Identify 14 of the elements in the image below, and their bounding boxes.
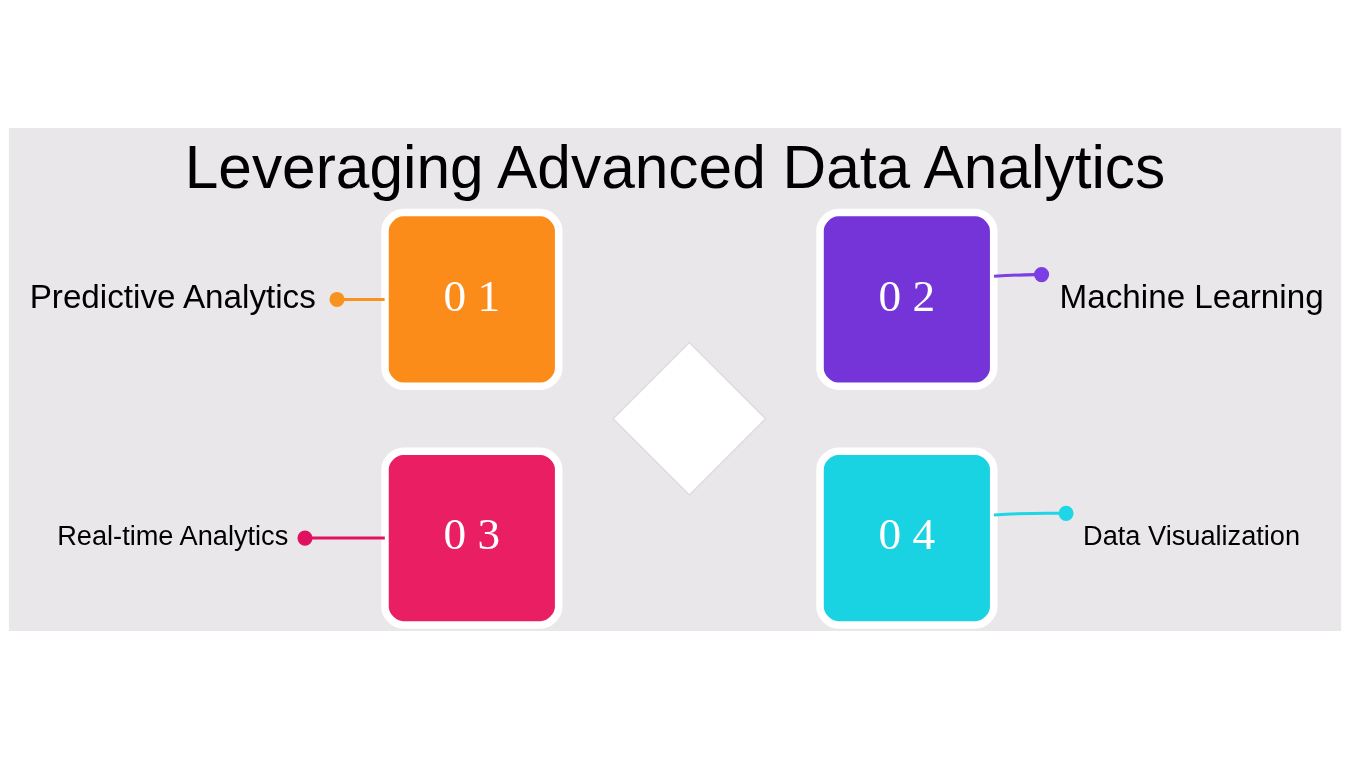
node-diamond (612, 341, 767, 497)
node-text: Data Visualization (1083, 519, 1301, 551)
node-text: Real-time Analytics (57, 519, 289, 551)
connector (329, 291, 385, 307)
connector (297, 530, 385, 546)
connector (993, 267, 1050, 283)
node-box: 0 1 (381, 208, 563, 391)
node-text: Machine Learning (1059, 277, 1324, 315)
node-text: Predictive Analytics (29, 277, 316, 315)
diagram-title: Leveraging Advanced Data Analytics (184, 133, 1166, 202)
node-box: 0 4 (816, 447, 998, 629)
node-box: 0 2 (816, 208, 998, 391)
node-box: 0 3 (381, 447, 563, 629)
connector (993, 505, 1074, 521)
